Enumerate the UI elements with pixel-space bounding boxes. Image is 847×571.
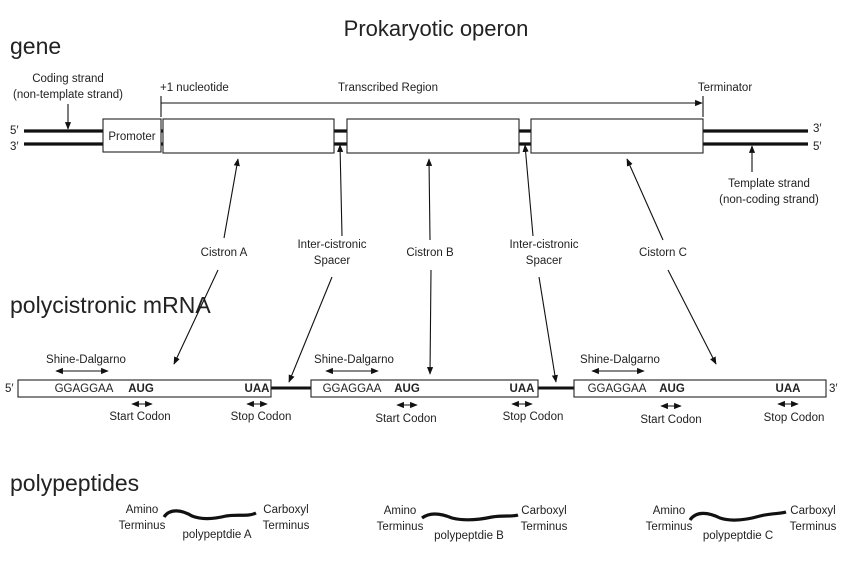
spacer-1-mrna-arrow [288,276,333,383]
sd-sequence-b: GGAGGAA [323,383,382,395]
start-codon-label-b: Start Codon [375,413,436,425]
cistron-b-mrna-arrow [426,269,434,375]
carboxyl-terminus-a: Terminus [263,520,310,532]
polypeptide-name-b: polypeptdie B [434,530,504,542]
plus-one-label: +1 nucleotide [160,82,229,94]
carboxyl-label-b: Carboxyl [521,505,566,517]
spacer-2-gene-arrow [522,144,534,237]
gene-3prime-right: 3′ [813,123,822,135]
start-codon-b: AUG [394,383,420,395]
amino-terminus-a: Terminus [119,520,166,532]
spacer-2-label: Inter-cistronic [509,239,578,251]
stop-codon-b: UAA [510,383,535,395]
polypeptide-chain-c [688,510,787,522]
cistron-c-gene-arrow [626,158,664,241]
gene-5prime-right: 5′ [813,141,822,153]
start-codon-a: AUG [128,383,154,395]
polypeptide-chain-b [421,512,519,522]
carboxyl-label-a: Carboxyl [263,504,308,516]
cistron-b-label: Cistron B [406,247,454,259]
coding-strand-label: Coding strand [32,73,104,85]
cistron-b-box [346,118,520,154]
carboxyl-terminus-b: Terminus [521,521,568,533]
stop-codon-label-a: Stop Codon [231,411,292,423]
coding-strand-label-2: (non-template strand) [13,89,123,101]
spacer-1-label-2: Spacer [314,255,351,267]
mrna-cistron-b-box [310,379,539,398]
amino-terminus-b: Terminus [377,521,424,533]
diagram-title: Prokaryotic operon [344,16,529,41]
amino-label-c: Amino [653,505,686,517]
amino-label-b: Amino [384,505,417,517]
section-mrna: polycistronic mRNA [10,292,211,318]
mrna-cistron-a-box [17,379,272,398]
stop-codon-a: UAA [245,383,270,395]
spacer-1-gene-arrow [337,144,344,237]
cistron-c-mrna-arrow [667,269,717,365]
transcribed-region-label: Transcribed Region [338,82,438,94]
start-codon-c: AUG [659,383,685,395]
section-gene: gene [10,33,61,59]
polypeptide-name-c: polypeptdie C [703,530,773,542]
sd-sequence-a: GGAGGAA [55,383,114,395]
spacer-1-label: Inter-cistronic [297,239,366,251]
mrna-5prime: 5′ [5,383,14,395]
gene-5prime-left: 5′ [10,125,19,137]
start-codon-label-c: Start Codon [640,414,701,426]
cistron-a-mrna-arrow [173,269,219,365]
mrna-3prime: 3′ [829,383,838,395]
promoter-box [102,118,162,153]
cistron-c-box [530,118,704,154]
spacer-2-mrna-arrow [538,276,558,383]
cistron-b-gene-arrow [426,158,433,241]
start-codon-label-a: Start Codon [109,411,170,423]
sd-label-b: Shine-Dalgarno [314,354,394,366]
carboxyl-label-c: Carboxyl [790,505,835,517]
polypeptide-name-a: polypeptdie A [182,529,251,541]
promoter-label: Promoter [108,131,155,143]
spacer-2-label-2: Spacer [526,255,563,267]
carboxyl-terminus-c: Terminus [790,521,837,533]
stop-codon-label-b: Stop Codon [503,411,564,423]
stop-codon-c: UAA [776,383,801,395]
section-polypeptides: polypeptides [10,470,139,496]
terminator-label: Terminator [698,82,752,94]
sd-sequence-c: GGAGGAA [588,383,647,395]
template-strand-label-2: (non-coding strand) [719,194,819,206]
mrna-cistron-c-box [573,379,827,398]
sd-label-c: Shine-Dalgarno [580,354,660,366]
template-strand-label: Template strand [728,178,810,190]
gene-3prime-left: 3′ [10,141,19,153]
cistron-a-gene-arrow [223,158,240,239]
cistron-c-label: Cistorn C [639,247,687,259]
polypeptide-chain-a [162,509,257,521]
stop-codon-label-c: Stop Codon [764,412,825,424]
cistron-a-box [162,118,335,154]
cistron-a-label: Cistron A [201,247,248,259]
amino-terminus-c: Terminus [646,521,693,533]
amino-label-a: Amino [126,504,159,516]
sd-label-a: Shine-Dalgarno [46,354,126,366]
